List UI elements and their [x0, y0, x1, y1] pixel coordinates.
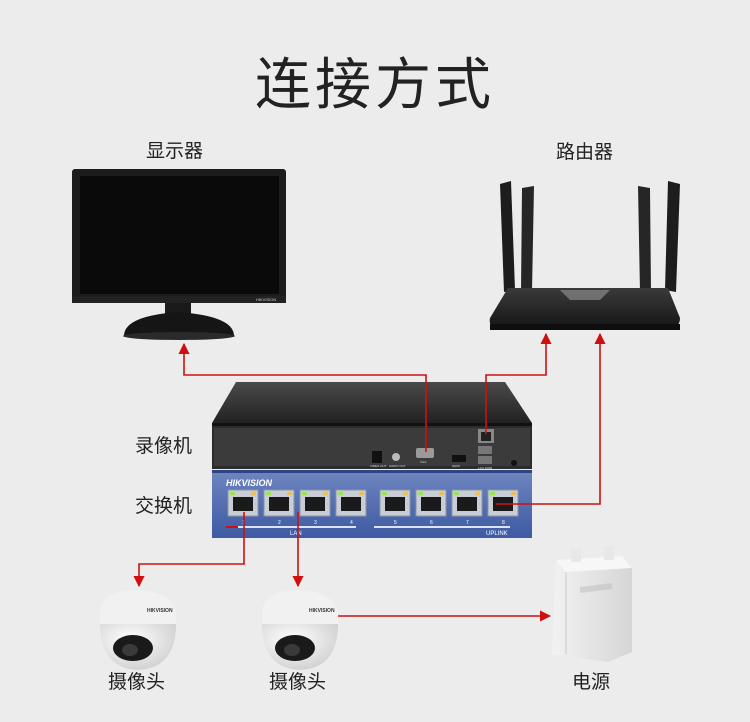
switch-port-number-2: 2: [278, 520, 281, 526]
nvr-port-label-hdmi: HDMI: [452, 464, 460, 468]
camera-right-brand: HIKVISION: [309, 608, 335, 614]
switch-port-2: 2: [263, 489, 295, 526]
router-device: [489, 181, 680, 330]
switch-port-7: 7: [451, 489, 483, 526]
nvr-device: VIDEO OUT AUDIO OUT VGA HDMI LAN 100M: [212, 382, 532, 470]
label-power: 电源: [572, 671, 611, 693]
switch-ports: 1 2 3 4 5 6 7 8: [227, 489, 519, 526]
line-nvr-to-monitor: [178, 342, 427, 452]
label-router: 路由器: [556, 141, 614, 163]
switch-port-number-8: 8: [502, 520, 505, 526]
switch-lan-label: LAN: [290, 531, 302, 537]
switch-uplink-label: UPLINK: [486, 531, 508, 537]
connection-lines: [133, 332, 606, 622]
monitor-brand: HIKVISION: [256, 297, 276, 302]
nvr-port-label-vga: VGA: [420, 460, 426, 464]
line-switch-to-camera-left: [133, 512, 245, 588]
label-camera-left: 摄像头: [108, 671, 166, 693]
switch-port-1: 1: [227, 489, 259, 526]
switch-port-5: 5: [379, 489, 411, 526]
label-camera-right: 摄像头: [269, 671, 327, 693]
switch-port-4: 4: [335, 489, 367, 526]
camera-right-device: HIKVISION: [262, 590, 338, 670]
switch-brand: HIKVISION: [226, 478, 273, 488]
camera-left-brand: HIKVISION: [147, 608, 173, 614]
power-supply-device: [552, 546, 632, 662]
nvr-port-label-video: VIDEO OUT: [370, 464, 387, 468]
switch-port-3: 3: [299, 489, 331, 526]
nvr-port-label-lan: LAN 100M: [478, 466, 493, 470]
label-monitor: 显示器: [146, 140, 204, 162]
page-title: 连接方式: [255, 53, 495, 118]
switch-port-number-6: 6: [430, 520, 433, 526]
label-switch: 交换机: [135, 495, 193, 517]
switch-port-6: 6: [415, 489, 447, 526]
switch-port-number-4: 4: [350, 520, 353, 526]
switch-device: HIKVISION 1 2 3 4 5 6 7 8 LAN UPLINK: [212, 470, 532, 538]
switch-port-number-7: 7: [466, 520, 469, 526]
nvr-port-label-audio: AUDIO OUT: [389, 464, 406, 468]
switch-port-number-3: 3: [314, 520, 317, 526]
line-nvr-to-router: [485, 332, 552, 434]
switch-port-8: 8: [487, 489, 519, 526]
camera-left-device: HIKVISION: [100, 590, 176, 670]
label-nvr: 录像机: [135, 435, 193, 457]
line-switch-to-router: [496, 332, 606, 505]
monitor-device: HIKVISION: [72, 169, 286, 340]
switch-port-number-5: 5: [394, 520, 397, 526]
